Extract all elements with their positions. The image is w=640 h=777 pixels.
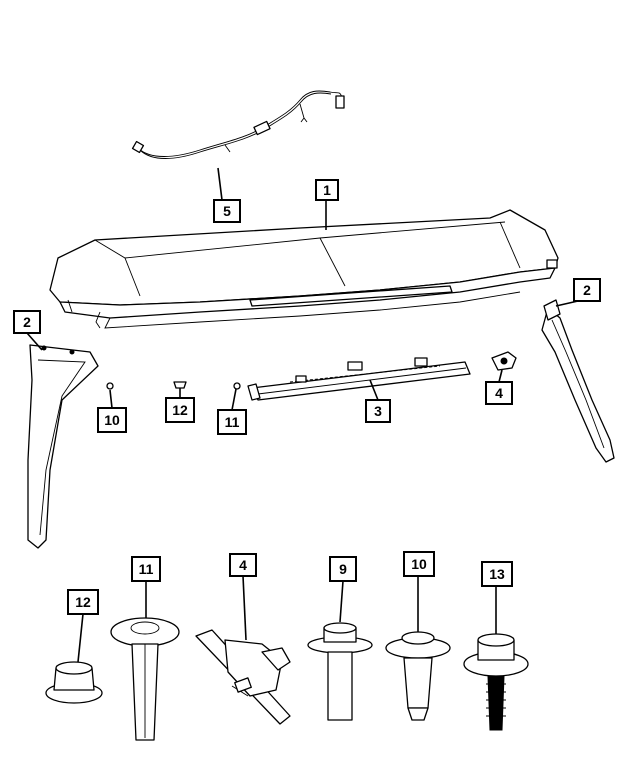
small-fastener-11	[233, 382, 241, 390]
callout-12-lower-label: 12	[75, 594, 91, 610]
flange-bolt-part-9	[307, 622, 373, 721]
small-fastener-10	[106, 382, 114, 390]
callout-2-left-label: 2	[23, 314, 31, 330]
callout-5-label: 5	[223, 203, 231, 219]
callout-11-upper: 11	[217, 409, 247, 435]
callout-13-label: 13	[489, 566, 505, 582]
callout-2-right-label: 2	[583, 282, 591, 298]
callout-10-upper: 10	[97, 407, 127, 433]
callout-3-label: 3	[374, 403, 382, 419]
callout-11-upper-label: 11	[225, 414, 240, 430]
callout-12-upper-label: 12	[172, 402, 188, 418]
right-pillar-trim-part-2	[541, 299, 615, 463]
callout-5: 5	[213, 199, 241, 223]
callout-4-upper: 4	[485, 381, 513, 405]
callout-12-upper: 12	[165, 397, 195, 423]
callout-1-label: 1	[323, 182, 331, 198]
wire-harness-part-5	[131, 90, 345, 159]
callout-12-lower: 12	[67, 589, 99, 615]
lamp-assembly-part-3	[247, 357, 471, 401]
rear-spoiler-part-1	[49, 209, 559, 329]
callout-10-upper-label: 10	[104, 412, 120, 428]
callout-11-lower-label: 11	[139, 561, 154, 577]
callout-3: 3	[365, 399, 391, 423]
callout-9: 9	[329, 556, 357, 582]
callout-4-upper-label: 4	[495, 385, 503, 401]
camera-small-part-4	[491, 351, 517, 371]
callout-13: 13	[481, 561, 513, 587]
camera-large-part-4	[195, 629, 291, 725]
leader-lines	[26, 167, 579, 663]
left-pillar-trim-part-2	[27, 344, 99, 549]
threaded-stud-part-13	[463, 633, 529, 731]
callout-9-label: 9	[339, 561, 347, 577]
callout-10-lower: 10	[403, 551, 435, 577]
callout-2-right: 2	[573, 278, 601, 302]
callout-1: 1	[315, 179, 339, 201]
callout-2-left: 2	[13, 310, 41, 334]
small-fastener-12	[173, 381, 187, 389]
flange-nut-part-12	[45, 661, 103, 704]
push-pin-part-11	[110, 617, 180, 741]
stud-part-10	[385, 631, 451, 721]
callout-11-lower: 11	[131, 556, 161, 582]
callout-10-lower-label: 10	[411, 556, 427, 572]
callout-4-lower: 4	[229, 553, 257, 577]
callout-4-lower-label: 4	[239, 557, 247, 573]
